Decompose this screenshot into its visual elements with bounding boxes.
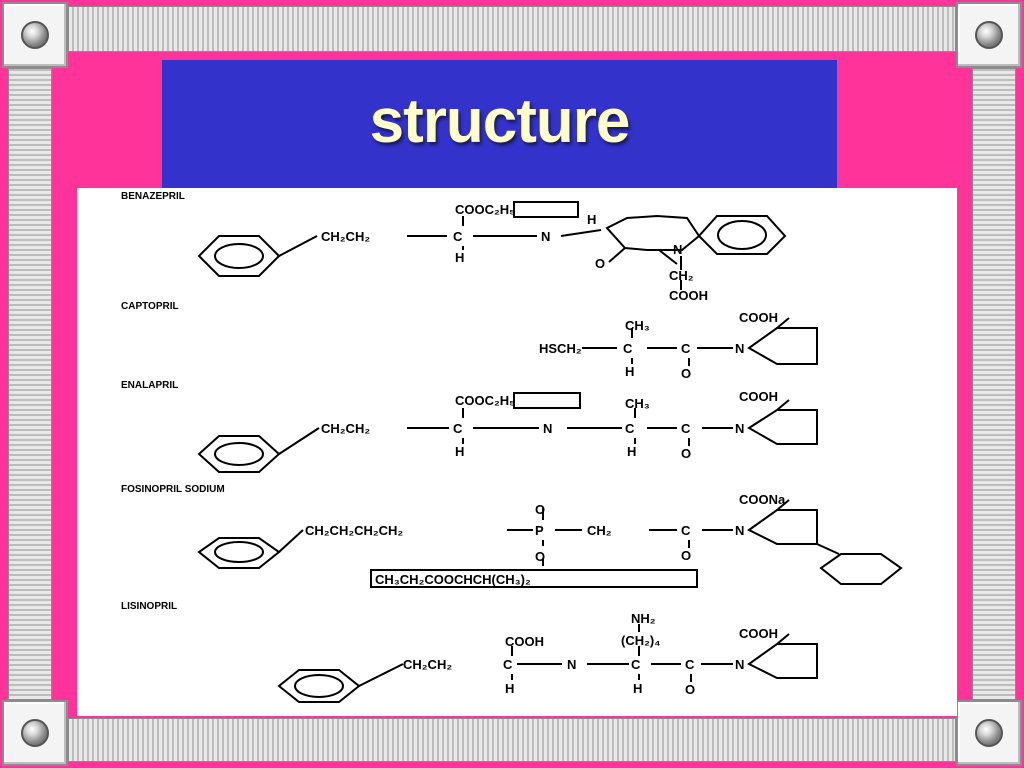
rivet-icon [21,21,49,49]
svg-text:HSCH₂: HSCH₂ [539,341,582,356]
svg-text:COOH: COOH [669,288,708,303]
svg-text:CH₃CH₂COOCHCH(CH₃)₂: CH₃CH₂COOCHCH(CH₃)₂ [375,572,531,587]
svg-text:C: C [685,657,695,672]
svg-text:COOH: COOH [505,634,544,649]
svg-text:C: C [623,341,633,356]
svg-text:CH₃: CH₃ [625,396,650,411]
svg-text:COOC₂H₅: COOC₂H₅ [455,393,515,408]
svg-text:N: N [735,523,744,538]
drug-name-fosinopril: FOSINOPRIL SODIUM [121,484,225,495]
svg-text:N: N [541,229,550,244]
svg-text:CH₂: CH₂ [587,523,612,538]
svg-text:O: O [535,502,545,517]
frame-right-bar [972,68,1016,700]
svg-text:C: C [453,421,463,436]
frame-corner-top-right [956,2,1022,68]
svg-text:COOC₂H₅: COOC₂H₅ [455,202,515,217]
svg-text:C: C [681,341,691,356]
svg-text:COOH: COOH [739,389,778,404]
frame-left-bar [8,68,52,700]
svg-text:N: N [735,341,744,356]
svg-text:NH₂: NH₂ [631,611,656,626]
svg-text:O: O [595,256,605,271]
svg-text:H: H [625,364,634,379]
svg-text:COOH: COOH [739,626,778,641]
svg-text:N: N [543,421,552,436]
svg-text:H: H [505,681,514,696]
svg-text:C: C [625,421,635,436]
svg-text:H: H [455,444,464,459]
svg-text:(CH₂)₄: (CH₂)₄ [621,633,660,648]
svg-text:O: O [681,446,691,461]
svg-text:P: P [535,523,544,538]
enalapril-structure [197,392,818,473]
rivet-icon [975,21,1003,49]
structures-figure: BENAZEPRIL CAPTOPRIL ENALAPRIL FOSINOPRI… [77,188,957,716]
frame-top-bar [68,6,956,52]
svg-text:CH₂CH₂: CH₂CH₂ [321,421,370,436]
captopril-structure [582,317,818,366]
svg-text:COOH: COOH [739,310,778,325]
svg-text:C: C [503,657,513,672]
svg-text:H: H [587,212,596,227]
svg-text:CH₂CH₂: CH₂CH₂ [403,657,452,672]
svg-text:N: N [673,242,682,257]
svg-text:COONa: COONa [739,492,786,507]
svg-text:CH₃: CH₃ [625,318,650,333]
svg-text:H: H [633,681,642,696]
svg-text:C: C [631,657,641,672]
structure-atom-labels: CH₂CH₂ C COOC₂H₅ H N H N O CH₂ COOH HSCH… [305,202,786,697]
title-box: structure [162,60,837,190]
svg-text:O: O [535,549,545,564]
drug-name-captopril: CAPTOPRIL [121,301,179,312]
drug-name-enalapril: ENALAPRIL [121,380,178,391]
svg-text:N: N [735,657,744,672]
rivet-icon [975,719,1003,747]
svg-text:CH₂: CH₂ [669,268,694,283]
frame-corner-top-left [2,2,68,68]
lisinopril-structure [277,624,818,703]
svg-text:N: N [567,657,576,672]
frame-bottom-bar [68,718,956,762]
svg-text:CH₂CH₂: CH₂CH₂ [321,229,370,244]
svg-text:C: C [681,421,691,436]
svg-text:O: O [681,366,691,381]
drug-name-benazepril: BENAZEPRIL [121,191,185,202]
benazepril-structure [197,201,787,290]
chemical-structures: BENAZEPRIL CAPTOPRIL ENALAPRIL FOSINOPRI… [121,191,903,703]
frame-corner-bottom-left [2,700,68,766]
slide-title: structure [369,87,631,156]
svg-text:O: O [681,548,691,563]
frame-corner-bottom-right [956,700,1022,766]
svg-text:H: H [455,250,464,265]
svg-text:CH₂CH₂CH₂CH₂: CH₂CH₂CH₂CH₂ [305,523,403,538]
fosinopril-structure [197,499,903,588]
drug-name-lisinopril: LISINOPRIL [121,601,177,612]
svg-text:H: H [627,444,636,459]
svg-text:N: N [735,421,744,436]
svg-text:O: O [685,682,695,697]
rivet-icon [21,719,49,747]
svg-text:C: C [681,523,691,538]
svg-text:C: C [453,229,463,244]
